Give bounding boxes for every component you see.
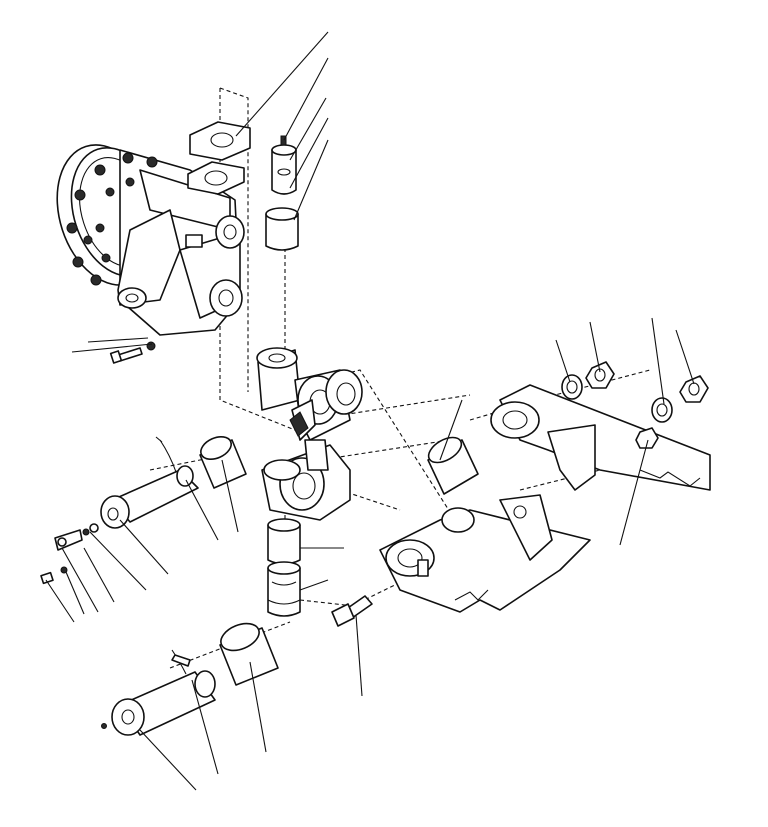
top-pin	[271, 135, 297, 195]
lower-pivot-pin	[101, 649, 216, 736]
small-fasteners	[40, 523, 99, 585]
lower-bushing-left	[219, 622, 279, 686]
swivel-bracket	[256, 347, 363, 521]
washers-and-nuts	[561, 361, 709, 449]
mounting-bolt	[109, 341, 156, 364]
shim-plates	[187, 121, 251, 195]
top-bushing	[265, 207, 299, 251]
lower-pin	[267, 561, 301, 617]
upper-arm	[490, 384, 711, 491]
leader-lines	[45, 31, 695, 791]
upper-pivot-pin	[100, 436, 199, 529]
final-drive-motor	[56, 144, 245, 336]
bushing-right	[427, 436, 479, 495]
lower-bushing	[267, 518, 301, 565]
hex-bolt	[331, 595, 373, 627]
lower-arm	[379, 494, 591, 613]
